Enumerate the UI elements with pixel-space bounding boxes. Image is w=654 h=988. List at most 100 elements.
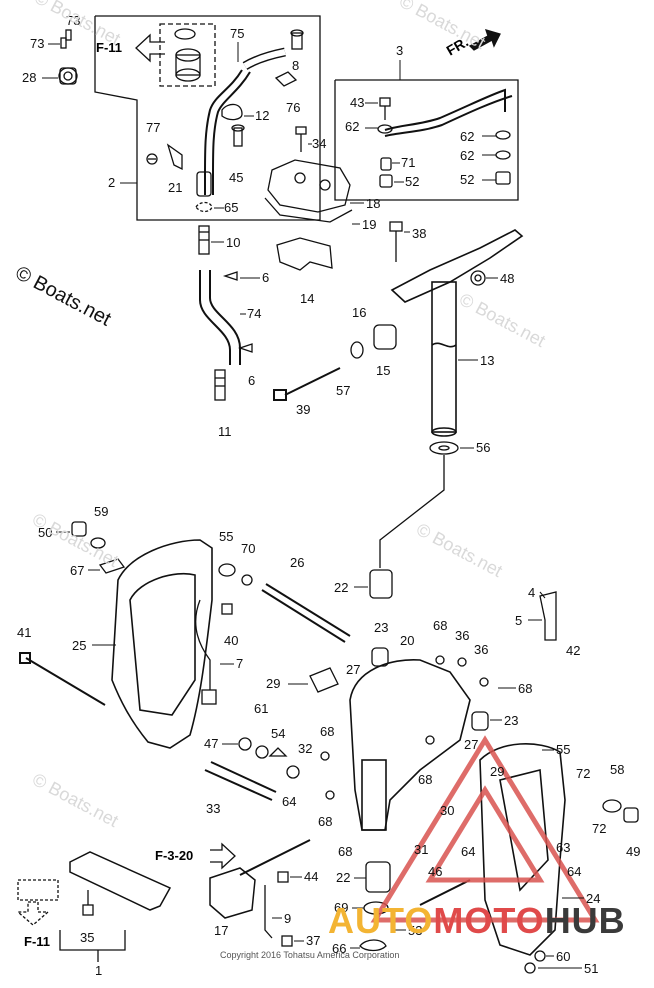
callout-c70: 70: [241, 541, 255, 556]
callout-c20: 20: [400, 633, 414, 648]
callout-c74: 74: [247, 306, 261, 321]
callout-c64c: 64: [567, 864, 581, 879]
callout-c68c: 68: [320, 724, 334, 739]
bolt-35: [82, 890, 94, 916]
callout-c38: 38: [412, 226, 426, 241]
rod-9: [264, 885, 273, 939]
callout-c10: 10: [226, 235, 240, 250]
callout-c68e: 68: [318, 814, 332, 829]
washers-54-61-64: [238, 737, 300, 779]
callout-c72b: 72: [592, 821, 606, 836]
callout-c55a: 55: [219, 529, 233, 544]
callout-c61: 61: [254, 701, 268, 716]
nut-50-59: [71, 521, 106, 549]
rod-link: [239, 839, 311, 876]
water-hose-75: [204, 47, 286, 195]
tilt-tube-41: [19, 652, 106, 706]
callout-c50: 50: [38, 525, 52, 540]
bolt-60-51: [524, 950, 546, 974]
callout-c66: 66: [332, 941, 346, 956]
bushing-22a: [369, 569, 393, 599]
callout-c64a: 64: [282, 794, 296, 809]
bolts-68-36: [320, 655, 489, 800]
fitting-45: [231, 124, 245, 147]
callout-c43: 43: [350, 95, 364, 110]
callout-c35: 35: [80, 930, 94, 945]
callout-c47: 47: [204, 736, 218, 751]
brand-triangle-logo: [370, 735, 600, 923]
steering-link-rod-3: [384, 88, 513, 137]
leader-line-c4: [539, 591, 546, 599]
callout-c58: 58: [610, 762, 624, 777]
callout-c56: 56: [476, 440, 490, 455]
callout-c14: 14: [300, 291, 314, 306]
callout-c45: 45: [229, 170, 243, 185]
callout-c62a: 62: [345, 119, 359, 134]
nut-58-49: [602, 799, 639, 823]
callout-c4: 4: [528, 585, 535, 600]
callout-c28: 28: [22, 70, 36, 85]
callout-c73b: 73: [30, 36, 44, 51]
shaft-33: [204, 761, 277, 801]
callout-c31: 31: [414, 842, 428, 857]
stern-bracket-24: [479, 743, 566, 956]
callout-c68d: 68: [418, 772, 432, 787]
callout-c69: 69: [334, 900, 348, 915]
callout-c57: 57: [336, 383, 350, 398]
callout-c1: 1: [95, 963, 102, 978]
callout-c30: 30: [440, 803, 454, 818]
ref-label-f11-top: F-11: [96, 40, 123, 55]
callout-c7: 7: [236, 656, 243, 671]
ref-arrow-f320: [210, 842, 236, 870]
bracket-17: [209, 867, 256, 919]
callout-c44: 44: [304, 869, 318, 884]
bolt-39: [273, 367, 341, 401]
callout-c72a: 72: [576, 766, 590, 781]
callout-c18: 18: [366, 196, 380, 211]
callout-c60: 60: [556, 949, 570, 964]
callout-c68a: 68: [433, 618, 447, 633]
callout-c19: 19: [362, 217, 376, 232]
ref-arrow-f11-bottom: [16, 879, 59, 926]
pin-73: [60, 29, 72, 49]
bolt-43: [379, 97, 391, 120]
callout-c26: 26: [290, 555, 304, 570]
swivel-bracket-20: [349, 659, 471, 831]
callout-c76: 76: [286, 100, 300, 115]
washer-56: [429, 441, 459, 455]
callout-c62b: 62: [460, 129, 474, 144]
forward-arrow-icon: [468, 29, 501, 51]
bushing-15-16: [350, 324, 397, 359]
nut-48: [470, 270, 486, 286]
group-box-3: [334, 79, 519, 201]
group-box-2: [94, 15, 321, 221]
lever-29: [309, 667, 339, 693]
nipple-11: [214, 369, 226, 401]
washers-62-52: [377, 124, 511, 188]
callout-c65: 65: [224, 200, 238, 215]
callout-c12: 12: [255, 108, 269, 123]
callout-c2: 2: [108, 175, 115, 190]
callout-c16: 16: [352, 305, 366, 320]
shaft-26: [261, 583, 351, 643]
brand-part-1: AUTO: [328, 900, 434, 941]
nipple-10: [198, 225, 210, 255]
inset-dashed-box: [159, 23, 216, 87]
anode-plate-1: [69, 851, 172, 911]
clamp-12: [221, 103, 243, 121]
ref-label-f11-bottom: F-11: [24, 934, 51, 949]
clip-66: [359, 939, 387, 952]
callout-c24: 24: [586, 891, 600, 906]
bolt-34: [295, 126, 307, 152]
fitting-8: [290, 29, 304, 50]
callout-c5: 5: [515, 613, 522, 628]
callout-c67: 67: [70, 563, 84, 578]
callout-c42: 42: [566, 643, 580, 658]
bushing-23: [371, 647, 489, 731]
callout-c29a: 29: [266, 676, 280, 691]
callout-c36a: 36: [455, 628, 469, 643]
callout-c63: 63: [556, 840, 570, 855]
callout-c34: 34: [312, 136, 326, 151]
callout-c6a: 6: [262, 270, 269, 285]
